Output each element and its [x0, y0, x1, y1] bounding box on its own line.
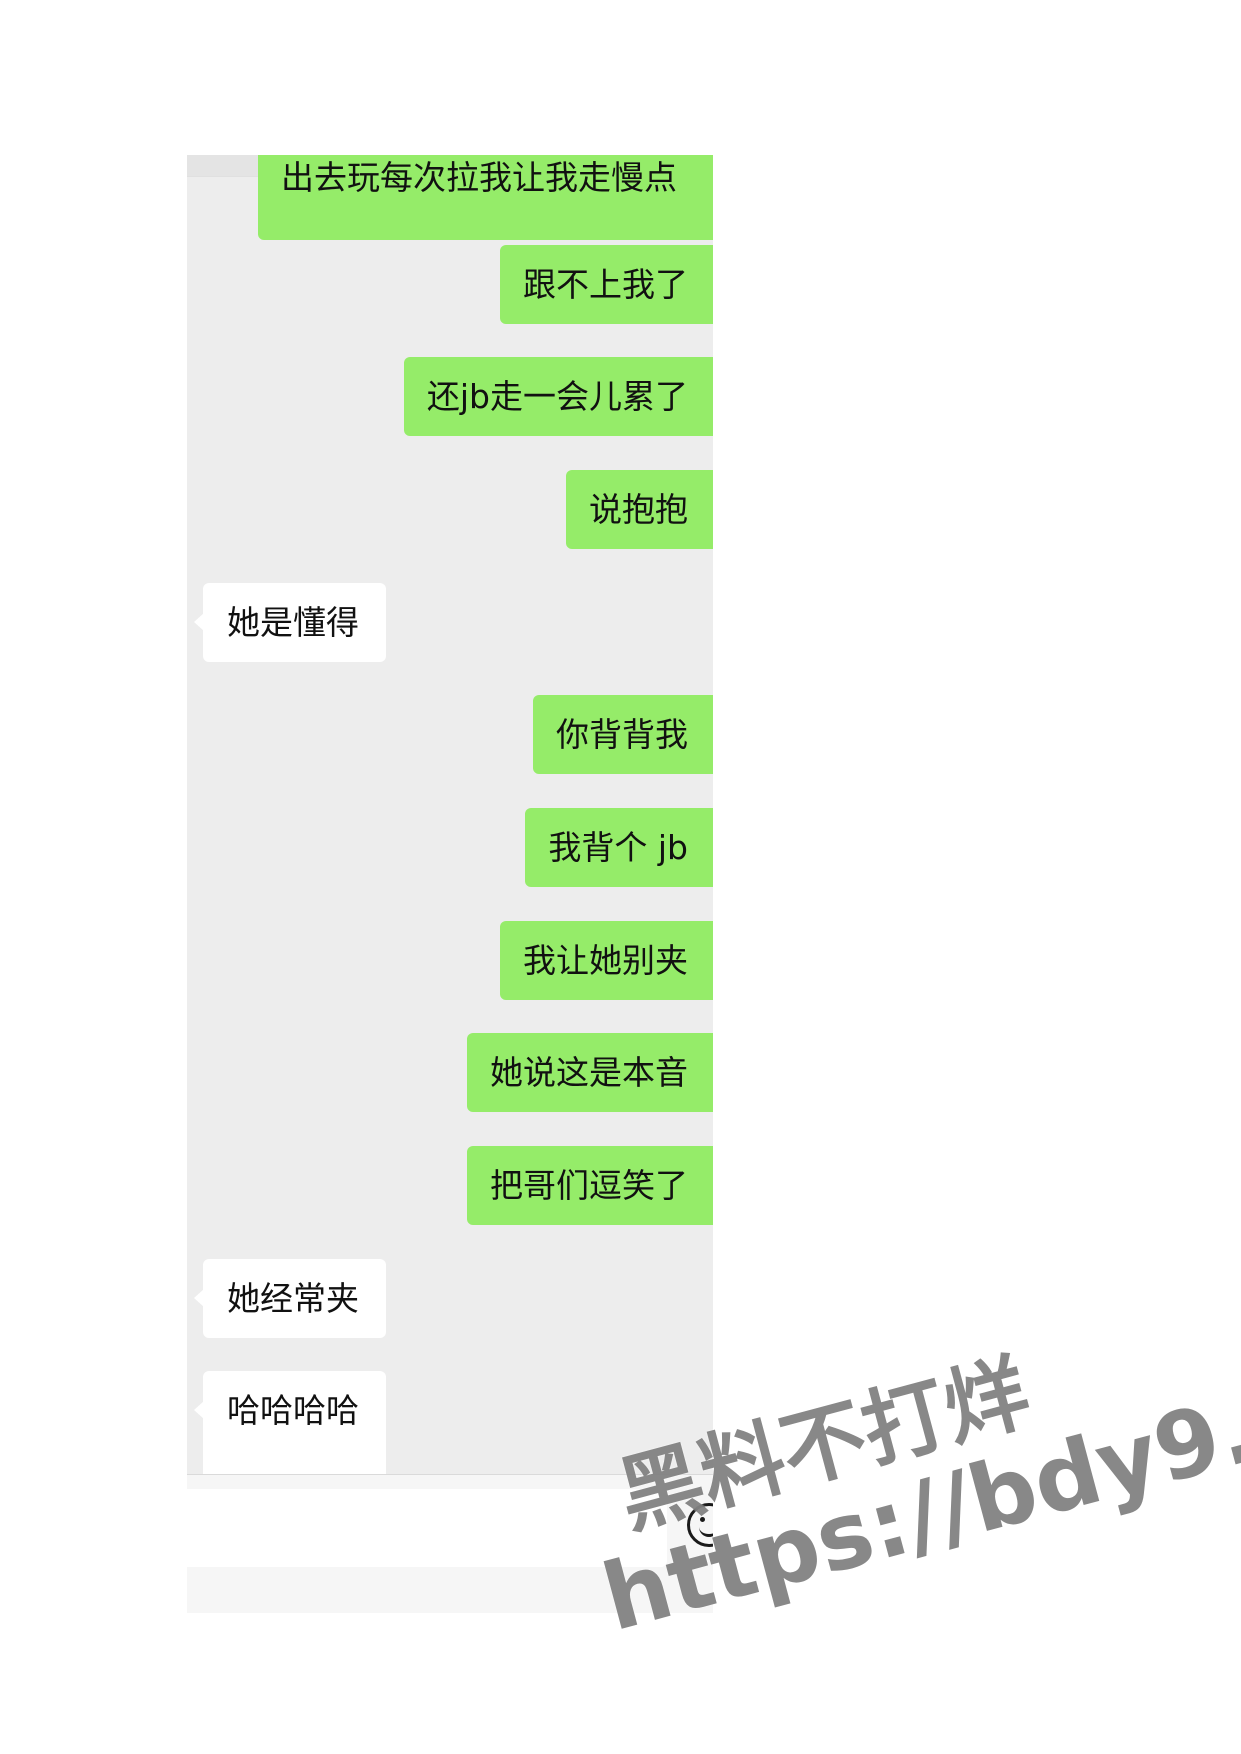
message-bubble-sent[interactable]: 我让她别夹 [500, 921, 713, 1000]
message-text: 我背个 jb [548, 828, 688, 867]
message-bubble-sent[interactable]: 还jb走一会儿累了 [403, 357, 713, 436]
smiley-mouth [699, 1524, 713, 1537]
message-text: 你背背我 [556, 715, 688, 754]
message-text: 她经常夹 [227, 1279, 359, 1318]
message-bubble-sent[interactable]: 出去玩每次拉我让我走慢点 [258, 155, 713, 240]
message-text: 还jb走一会儿累了 [426, 377, 688, 416]
message-bubble-received[interactable]: 她经常夹 [194, 1259, 386, 1338]
message-input[interactable] [187, 1489, 667, 1567]
message-text: 哈哈哈哈 [227, 1391, 359, 1430]
smiley-face-icon[interactable] [687, 1503, 713, 1547]
message-text: 她是懂得 [227, 603, 359, 642]
message-bubble-sent[interactable]: 你背背我 [533, 695, 713, 774]
message-text: 跟不上我了 [523, 265, 688, 304]
message-bubble-sent[interactable]: 把哥们逗笑了 [467, 1146, 713, 1225]
chat-panel[interactable]: 出去玩每次拉我让我走慢点 跟不上我了 还jb走一会儿累了 说抱抱 她是懂得 你背… [187, 155, 713, 1613]
input-bar [187, 1474, 713, 1613]
message-text: 出去玩每次拉我让我走慢点 [281, 158, 677, 197]
message-text: 把哥们逗笑了 [490, 1166, 688, 1205]
message-bubble-sent[interactable]: 我背个 jb [525, 808, 713, 887]
message-text: 说抱抱 [589, 490, 688, 529]
message-bubble-received[interactable]: 哈哈哈哈 [194, 1371, 386, 1474]
message-bubble-sent[interactable]: 她说这是本音 [467, 1033, 713, 1112]
message-text: 她说这是本音 [490, 1053, 688, 1092]
message-bubble-sent[interactable]: 说抱抱 [566, 470, 713, 549]
message-bubble-received[interactable]: 她是懂得 [194, 583, 386, 662]
message-bubble-sent[interactable]: 跟不上我了 [500, 245, 713, 324]
watermark: 黑料不打烊 https://bdy9.co [592, 1310, 1241, 1750]
message-text: 我让她别夹 [523, 941, 688, 980]
